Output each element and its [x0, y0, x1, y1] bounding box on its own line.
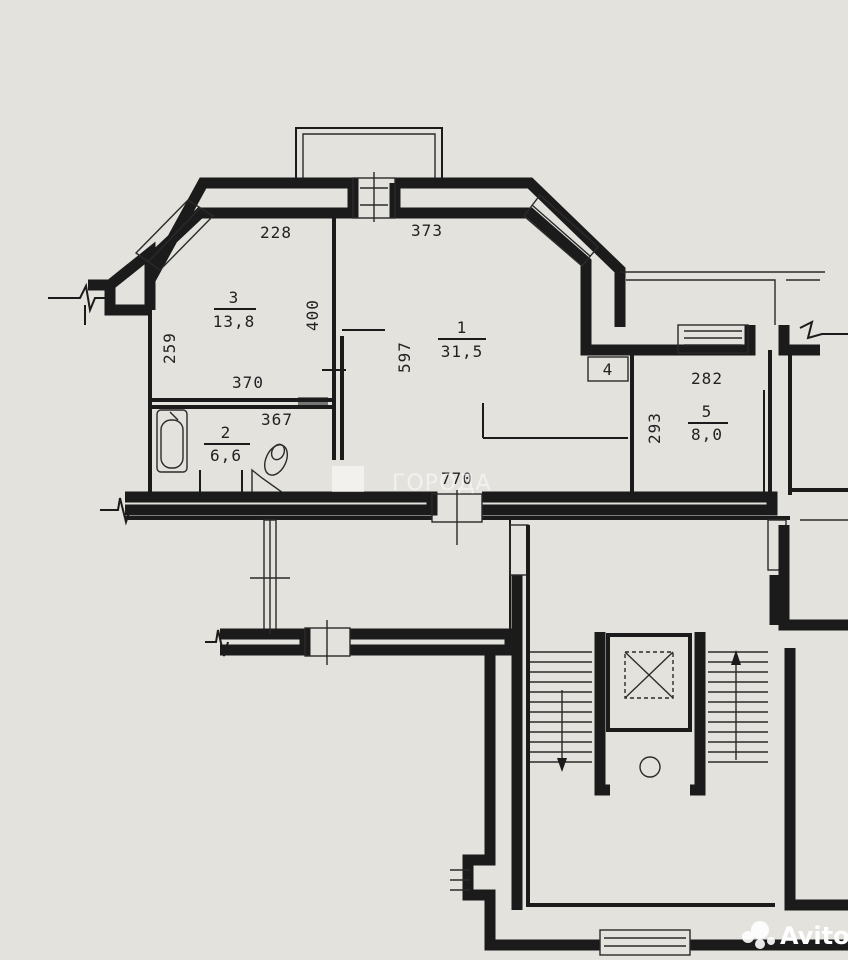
dim-room1-height: 597 — [395, 341, 414, 373]
room-5-area: 8,0 — [691, 425, 723, 444]
dim-room3-left: 259 — [160, 332, 179, 364]
room-3-area: 13,8 — [213, 312, 256, 331]
dim-room5-top: 282 — [691, 369, 723, 388]
dim-room3-bottom: 370 — [232, 373, 264, 392]
dim-room3-top: 228 — [260, 223, 292, 242]
room-1-area: 31,5 — [441, 342, 484, 361]
balcony — [295, 127, 443, 180]
room5-passage — [677, 324, 749, 354]
room-2-label: 2 6,6 — [204, 423, 250, 465]
room-4-number: 4 — [603, 360, 614, 379]
interior-walls — [148, 215, 772, 497]
dim-room3-right: 400 — [303, 299, 322, 331]
room-2-number: 2 — [221, 423, 232, 442]
room-5-label: 5 8,0 — [688, 402, 728, 444]
toilet — [251, 443, 289, 496]
room-1-label: 1 31,5 — [438, 318, 486, 361]
room-2-area: 6,6 — [210, 446, 242, 465]
stairwell — [509, 519, 787, 910]
room-5-number: 5 — [702, 402, 713, 421]
room-3-number: 3 — [229, 288, 240, 307]
dim-room2-top: 367 — [261, 410, 293, 429]
corridor-walls — [100, 490, 790, 631]
neighbor-right — [620, 271, 848, 495]
staircase-left — [530, 651, 592, 772]
avito-watermark: Avito — [742, 921, 848, 950]
dim-room1-top: 373 — [411, 221, 443, 240]
gorod-watermark-text: ГОРОДА — [392, 471, 492, 496]
gorod-watermark: ГОРОДА — [332, 466, 492, 496]
room-1-number: 1 — [457, 318, 468, 337]
bottom-walls — [450, 650, 848, 956]
bay-windows — [134, 193, 599, 271]
balcony-door — [352, 172, 396, 222]
dim-corridor-width: 770 — [441, 469, 473, 488]
staircase-right — [708, 650, 768, 763]
bathtub — [156, 409, 188, 473]
avito-watermark-text: Avito — [780, 922, 848, 950]
neighbor-lower-right — [778, 519, 848, 911]
break-mark-left — [48, 282, 105, 325]
room-3-label: 3 13,8 — [213, 288, 256, 331]
lower-corridor — [205, 520, 516, 665]
dim-room5-left: 293 — [645, 412, 664, 444]
